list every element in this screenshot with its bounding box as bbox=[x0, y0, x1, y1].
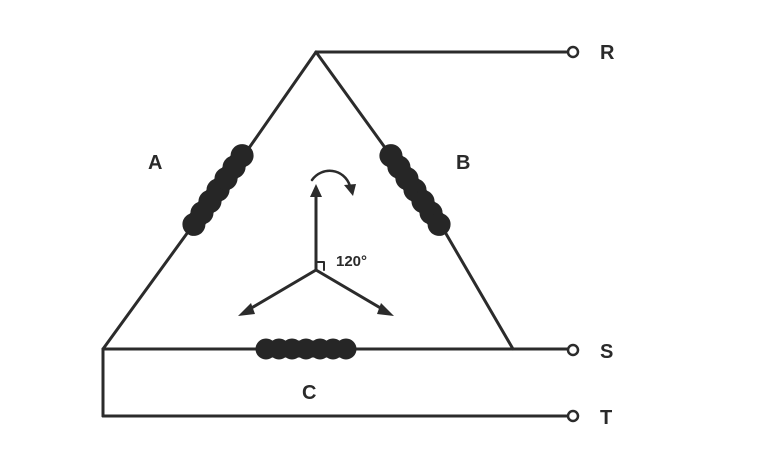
rotation-arc bbox=[310, 169, 352, 188]
label-terminal-r: R bbox=[600, 42, 615, 64]
coil-c bbox=[255, 338, 357, 360]
label-coil-c: C bbox=[302, 382, 316, 404]
terminal-t bbox=[566, 409, 580, 423]
phasor-right-arrowhead bbox=[377, 303, 394, 316]
phasor-left bbox=[246, 268, 318, 312]
terminal-s bbox=[566, 343, 580, 357]
wire-b-lower bbox=[443, 230, 515, 351]
label-terminal-t: T bbox=[600, 407, 612, 429]
wire-a-upper bbox=[247, 50, 318, 150]
coil-b bbox=[379, 144, 451, 236]
terminal-r bbox=[566, 45, 580, 59]
angle-marker bbox=[315, 261, 325, 271]
phasor-left-arrowhead bbox=[238, 303, 255, 316]
phasor-right bbox=[314, 268, 386, 312]
wire-a-lower bbox=[101, 230, 190, 351]
label-coil-b: B bbox=[456, 152, 470, 174]
label-angle: 120° bbox=[336, 253, 367, 270]
label-terminal-s: S bbox=[600, 341, 613, 363]
rotation-arrowhead bbox=[344, 184, 356, 196]
delta-wiring bbox=[101, 50, 569, 418]
phasor-diagram bbox=[238, 169, 394, 316]
coil-a bbox=[182, 144, 254, 236]
wire-b-upper bbox=[314, 50, 388, 151]
label-coil-a: A bbox=[148, 152, 162, 174]
phasor-up-arrowhead bbox=[310, 184, 322, 197]
